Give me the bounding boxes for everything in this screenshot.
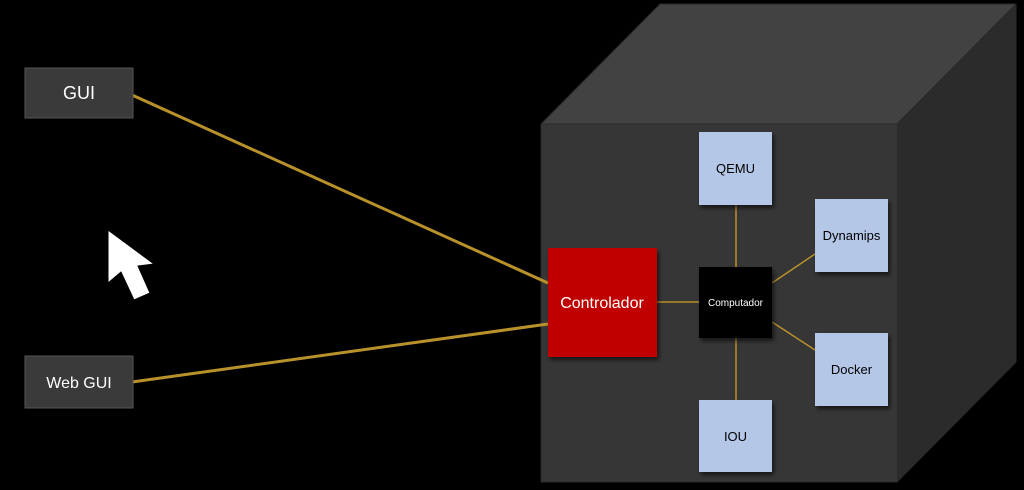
gui-client[interactable]: GUI — [24, 67, 134, 119]
webgui-to-controller-link — [131, 322, 549, 384]
qemu-box[interactable] — [699, 132, 772, 205]
gui-box[interactable] — [24, 67, 134, 119]
iou-label: IOU — [724, 429, 747, 444]
docker-label: Docker — [831, 362, 873, 377]
controller-box[interactable] — [548, 248, 657, 357]
mouse-pointer-icon — [107, 229, 156, 301]
internal-links — [657, 205, 816, 400]
iou-box[interactable] — [699, 400, 772, 472]
compute-to-docker-link — [771, 321, 816, 351]
controller-label: Controlador — [560, 295, 644, 312]
webgui-client[interactable]: Web GUI — [24, 355, 134, 409]
cube-side-face — [897, 4, 1016, 482]
qemu-node[interactable]: QEMU — [699, 132, 772, 205]
dynamips-label: Dynamips — [823, 228, 881, 243]
gui-label: GUI — [63, 83, 95, 103]
qemu-label: QEMU — [716, 161, 755, 176]
compute-label: Computador — [708, 298, 764, 309]
iou-node[interactable]: IOU — [699, 400, 772, 472]
webgui-label: Web GUI — [46, 375, 112, 392]
compute-box[interactable] — [699, 267, 772, 338]
docker-box[interactable] — [815, 333, 888, 406]
dynamips-box[interactable] — [815, 199, 888, 272]
webgui-box[interactable] — [24, 355, 134, 409]
dynamips-node[interactable]: Dynamips — [815, 199, 888, 272]
cube-top-face — [541, 4, 1016, 124]
docker-node[interactable]: Docker — [815, 333, 888, 406]
gui-to-controller-link — [131, 93, 549, 285]
compute-node[interactable]: Computador — [699, 267, 772, 338]
controller-node[interactable]: Controlador — [548, 248, 657, 357]
compute-to-dynamips-link — [771, 253, 816, 284]
server-cube — [540, 3, 1017, 483]
